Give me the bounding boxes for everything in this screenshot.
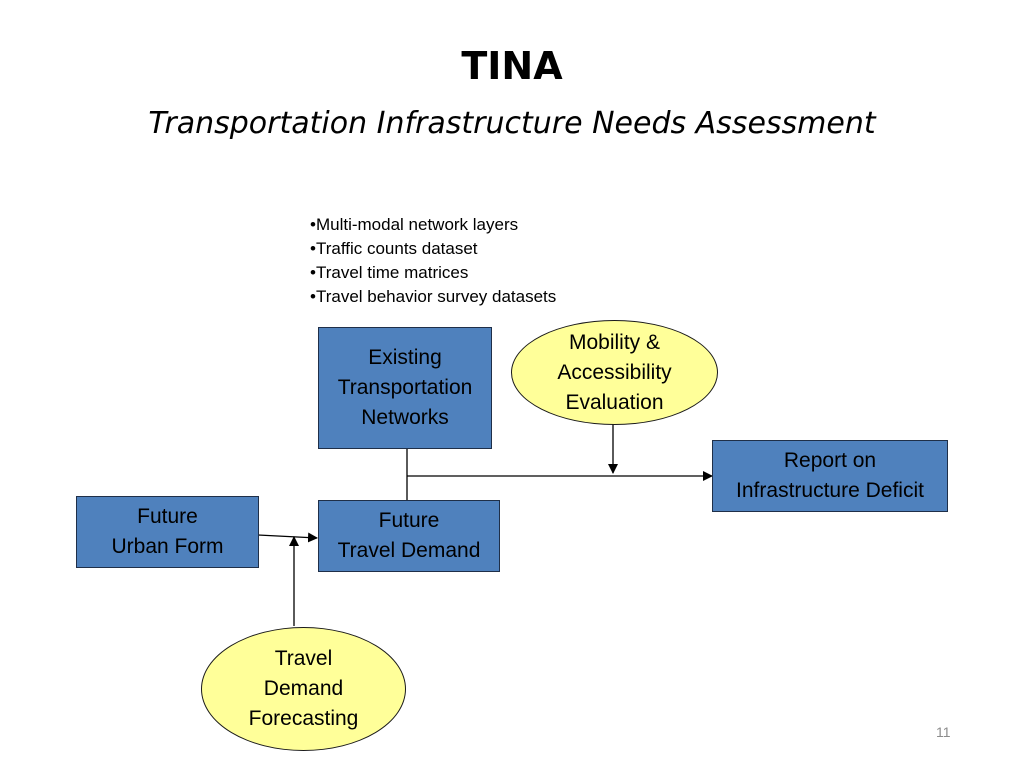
node-label: Travel: [274, 647, 333, 670]
node-label: Report on: [783, 449, 877, 472]
report-box: Report on Infrastructure Deficit: [712, 440, 948, 512]
travel-demand-forecasting-ellipse: Travel Demand Forecasting: [201, 627, 406, 751]
list-item: •Multi-modal network layers: [310, 215, 519, 234]
node-label: Transportation: [337, 376, 473, 399]
slide-title: TINA: [461, 44, 563, 88]
connector-urban-form-to-demand: [257, 532, 318, 543]
future-urban-form-box: Future Urban Form: [76, 496, 259, 568]
mobility-evaluation-ellipse: Mobility & Accessibility Evaluation: [511, 320, 718, 425]
node-label: Existing: [368, 346, 442, 369]
node-label: Mobility &: [568, 330, 661, 354]
node-label: Urban Form: [111, 535, 224, 558]
data-sources-list: •Multi-modal network layers •Traffic cou…: [310, 213, 556, 309]
node-label: Future: [137, 505, 198, 528]
node-label: Accessibility: [557, 360, 672, 384]
node-label: Demand: [263, 677, 344, 700]
existing-networks-box: Existing Transportation Networks: [318, 327, 492, 449]
list-item: •Travel behavior survey datasets: [310, 287, 557, 306]
node-label: Infrastructure Deficit: [736, 479, 924, 502]
node-label: Networks: [361, 406, 449, 429]
node-label: Evaluation: [565, 390, 664, 414]
node-label: Future: [378, 509, 440, 532]
node-label: Forecasting: [248, 707, 359, 730]
list-item: •Travel time matrices: [310, 263, 469, 282]
list-item: •Traffic counts dataset: [310, 239, 478, 258]
slide-subtitle: Transportation Infrastructure Needs Asse…: [148, 106, 876, 141]
page-number: 11: [936, 724, 951, 740]
node-label: Travel Demand: [337, 539, 481, 562]
future-travel-demand-box: Future Travel Demand: [318, 500, 500, 572]
